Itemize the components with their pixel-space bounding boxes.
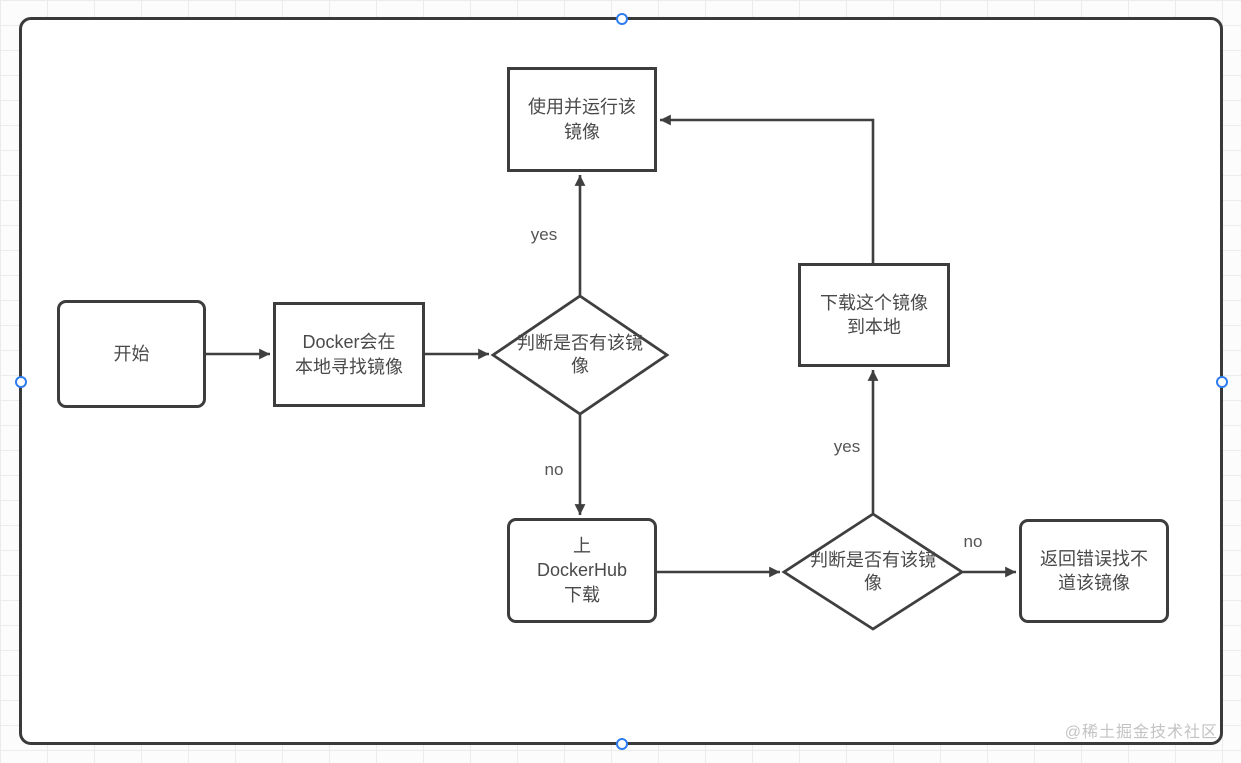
node-hub-download-label: 上 DockerHub 下载 — [536, 536, 628, 605]
resize-handle-right[interactable] — [1216, 376, 1228, 388]
edge-label-check-local-no: no — [544, 460, 564, 479]
edge-label-check-hub-yes: yes — [833, 437, 861, 456]
node-download-local[interactable]: 下载这个镜像 到本地 — [798, 263, 950, 367]
resize-handle-left[interactable] — [15, 376, 27, 388]
node-search-local[interactable]: Docker会在 本地寻找镜像 — [273, 302, 425, 407]
node-hub-download[interactable]: 上 DockerHub 下载 — [507, 518, 657, 623]
node-start[interactable]: 开始 — [57, 300, 206, 408]
node-check-local-diamond[interactable] — [490, 294, 670, 416]
edge-download-to-use[interactable] — [660, 114, 875, 263]
node-use-run-label: 使用并运行该 镜像 — [528, 97, 636, 142]
node-download-local-label: 下载这个镜像 到本地 — [820, 292, 928, 337]
node-start-label: 开始 — [113, 343, 150, 364]
edge-label-check-local-yes: yes — [530, 225, 558, 244]
edge-label-check-hub-no: no — [963, 532, 983, 551]
resize-handle-bottom[interactable] — [616, 738, 628, 750]
node-check-hub-diamond[interactable] — [781, 512, 965, 631]
node-search-local-label: Docker会在 本地寻找镜像 — [295, 332, 403, 377]
node-error-not-found[interactable]: 返回错误找不 道该镜像 — [1019, 519, 1169, 623]
watermark: @稀土掘金技术社区 — [1064, 724, 1218, 741]
node-use-run[interactable]: 使用并运行该 镜像 — [507, 67, 657, 172]
resize-handle-top[interactable] — [616, 13, 628, 25]
node-error-not-found-label: 返回错误找不 道该镜像 — [1040, 548, 1148, 593]
